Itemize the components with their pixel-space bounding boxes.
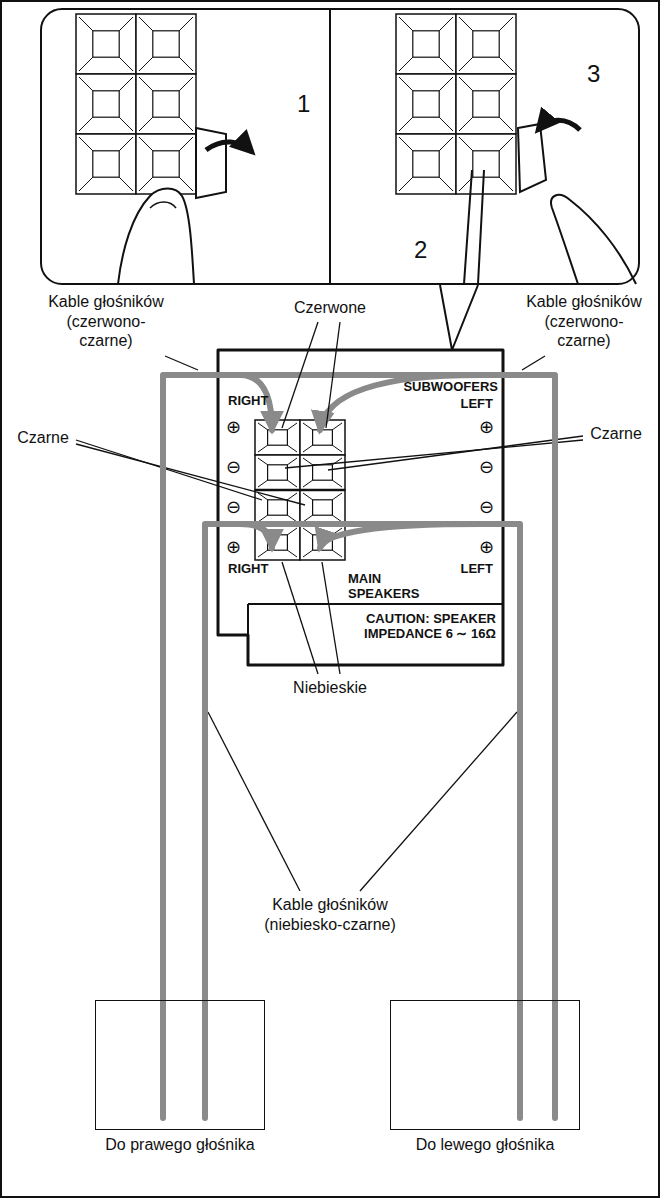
terminal-panel: RIGHT SUBWOOFERS LEFT ⊕ ⊕ ⊖ ⊖ ⊖ ⊖ ⊕ ⊕ RIGHT LEFT MAIN… xyxy=(218,350,503,665)
inset-panel: 1 2 3 xyxy=(40,8,640,285)
channel-label: RIGHT xyxy=(228,562,268,577)
terminal-panel xyxy=(218,350,503,665)
terminal-lever xyxy=(518,124,546,192)
polarity-symbol: ⊕ xyxy=(226,538,241,556)
callout-number: 2 xyxy=(414,236,427,264)
cable-label: Kable głośników (niebiesko-czarne) xyxy=(262,895,398,934)
polarity-symbol: ⊖ xyxy=(226,458,241,476)
speaker-box: Do lewego głośnika xyxy=(390,1000,580,1130)
channel-label: LEFT xyxy=(461,562,494,577)
speaker-cable xyxy=(205,524,218,1000)
speaker-box: Do prawego głośnika xyxy=(95,1000,265,1130)
speaker-caption: Do lewego głośnika xyxy=(410,1135,560,1155)
polarity-symbol: ⊕ xyxy=(226,418,241,436)
callout-number: 1 xyxy=(297,90,310,118)
wire-color-label: Czarne xyxy=(12,428,74,448)
open-arrow xyxy=(206,142,252,152)
polarity-symbol: ⊖ xyxy=(479,498,494,516)
terminal-lever xyxy=(196,128,226,198)
callout-tail xyxy=(440,285,478,350)
cable-label: Kable głośników (czerwono-czarne) xyxy=(40,292,172,351)
polarity-symbol: ⊕ xyxy=(479,538,494,556)
speaker-wire xyxy=(464,170,484,284)
close-arrow xyxy=(538,120,580,130)
wire-color-label: Niebieskie xyxy=(280,678,380,698)
speaker-cable xyxy=(503,524,520,1000)
finger xyxy=(118,189,194,285)
terminal-grid xyxy=(76,14,196,194)
speaker-caption: Do prawego głośnika xyxy=(105,1135,255,1155)
leader-lines xyxy=(76,322,583,891)
fingernail xyxy=(150,202,176,208)
caution-note: CAUTION: SPEAKER IMPEDANCE 6 ∼ 16Ω xyxy=(346,612,496,642)
inset-divider xyxy=(329,8,331,285)
speaker-cable xyxy=(503,375,555,1000)
finger xyxy=(551,195,636,284)
polarity-symbol: ⊖ xyxy=(479,458,494,476)
cable-label: Kable głośników (czerwono-czarne) xyxy=(518,292,650,351)
section-label: SUBWOOFERS xyxy=(403,380,498,395)
speaker-cable xyxy=(163,375,218,1000)
polarity-symbol: ⊖ xyxy=(226,498,241,516)
terminal-grid xyxy=(396,14,516,194)
section-label: MAIN SPEAKERS xyxy=(348,572,430,602)
wire-color-label: Czerwone xyxy=(280,298,380,318)
wire-color-label: Czarne xyxy=(585,424,647,444)
channel-label: LEFT xyxy=(461,397,494,412)
callout-number: 3 xyxy=(587,60,600,88)
channel-label: RIGHT xyxy=(228,394,268,409)
polarity-symbol: ⊕ xyxy=(479,418,494,436)
